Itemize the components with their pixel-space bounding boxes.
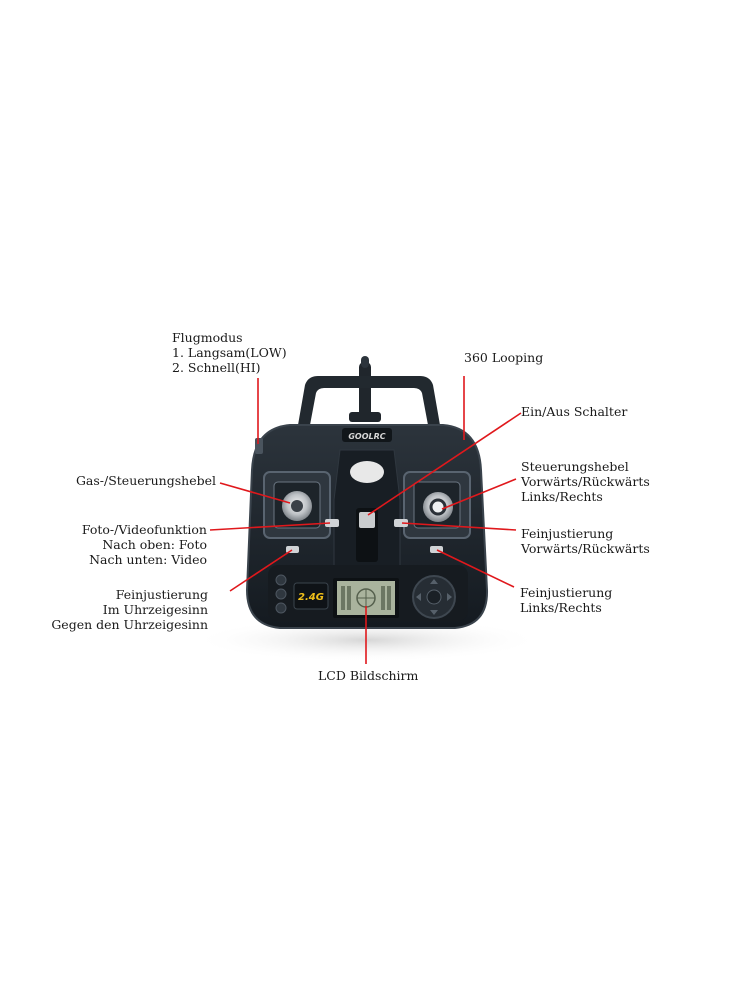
- label-trim-forward: Feinjustierung Vorwärts/Rückwärts: [521, 526, 650, 556]
- label-flight-mode-low: 1. Langsam(LOW): [172, 345, 287, 360]
- label-flight-mode-title: Flugmodus: [172, 330, 243, 345]
- callout-throttle-stick: [219, 482, 291, 504]
- label-flight-mode: Flugmodus 1. Langsam(LOW) 2. Schnell(HI): [172, 330, 287, 375]
- power-switch[interactable]: [359, 512, 375, 528]
- label-trim-forward-desc: Vorwärts/Rückwärts: [521, 541, 650, 556]
- power-led: [350, 461, 384, 483]
- mode-button-1[interactable]: [275, 574, 287, 586]
- callout-trim-forward: [401, 522, 517, 531]
- left-stick-cap: [291, 500, 303, 512]
- label-photo-video-up: Nach oben: Foto: [102, 537, 207, 552]
- label-trim-rotation-cw: Im Uhrzeigesinn: [102, 602, 208, 617]
- carry-handle: [298, 376, 440, 425]
- lcd-screen: [333, 578, 399, 618]
- label-trim-rotation-title: Feinjustierung: [115, 587, 208, 602]
- label-trim-rotation-ccw: Gegen den Uhrzeigesinn: [51, 617, 208, 632]
- direction-pad[interactable]: [412, 575, 456, 619]
- label-right-stick-forward: Vorwärts/Rückwärts: [521, 474, 650, 489]
- label-trim-forward-title: Feinjustierung: [521, 526, 614, 541]
- label-photo-video: Foto-/Videofunktion Nach oben: Foto Nach…: [40, 522, 207, 567]
- photo-video-button[interactable]: [325, 519, 339, 527]
- brand-logo: GOOLRC: [348, 432, 385, 441]
- band-badge: 2.4G: [298, 592, 324, 603]
- label-trim-lateral-desc: Links/Rechts: [520, 600, 602, 615]
- flight-mode-switch[interactable]: [255, 438, 263, 454]
- right-stick-cap: [429, 498, 447, 516]
- antenna: [349, 356, 381, 422]
- label-throttle-stick: Gas-/Steuerungshebel: [75, 473, 216, 488]
- label-trim-rotation: Feinjustierung Im Uhrzeigesinn Gegen den…: [30, 587, 208, 632]
- brand-plate: [342, 428, 392, 442]
- label-right-stick-title: Steuerungshebel: [521, 459, 629, 474]
- callout-right-stick: [441, 478, 517, 510]
- callout-photo-video: [209, 522, 331, 531]
- label-photo-video-down: Nach unten: Video: [89, 552, 207, 567]
- callout-lines: [209, 376, 522, 664]
- label-photo-video-title: Foto-/Videofunktion: [81, 522, 207, 537]
- label-lcd: LCD Bildschirm: [318, 668, 419, 683]
- trim-forward-button[interactable]: [394, 519, 408, 527]
- label-right-stick-lateral: Links/Rechts: [521, 489, 603, 504]
- label-power-switch: Ein/Aus Schalter: [521, 404, 628, 419]
- callout-power-switch: [367, 412, 522, 516]
- callout-trim-lateral: [436, 549, 515, 588]
- label-flight-mode-high: 2. Schnell(HI): [172, 360, 261, 375]
- label-trim-lateral: Feinjustierung Links/Rechts: [520, 585, 612, 615]
- label-looping: 360 Looping: [464, 350, 544, 365]
- label-trim-lateral-title: Feinjustierung: [520, 585, 613, 600]
- band-badge-plate: [293, 582, 329, 610]
- callout-trim-rotation: [229, 549, 293, 592]
- label-right-stick: Steuerungshebel Vorwärts/Rückwärts Links…: [521, 459, 650, 504]
- mode-button-2[interactable]: [275, 588, 287, 600]
- mode-button-3[interactable]: [275, 602, 287, 614]
